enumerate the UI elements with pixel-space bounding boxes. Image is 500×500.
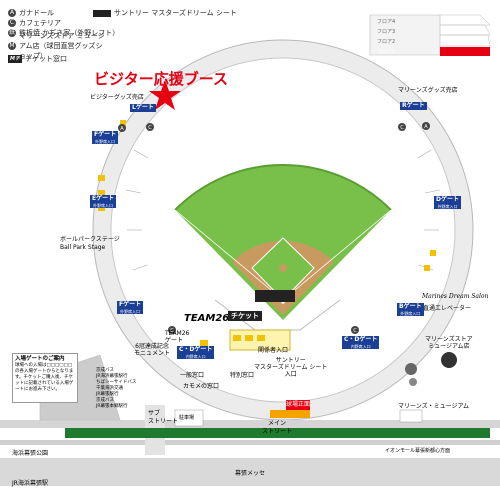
letter-c-icon: C — [8, 19, 16, 27]
pitchers-mound — [279, 264, 287, 272]
salon-label: Marines Dream Salon — [422, 293, 489, 300]
svg-text:C: C — [170, 328, 174, 334]
gate-b[interactable]: Bゲート外野席入口 — [397, 303, 424, 316]
gate-f-lower[interactable]: Fゲート外野席入口 — [117, 301, 144, 314]
kaihin-park-label: 海浜幕張公園 — [12, 450, 49, 457]
messe-label: 幕張メッセ — [235, 470, 266, 477]
monument-label: 6冠達成記念 モニュメント — [134, 343, 171, 357]
team26-gate-label: TEAM26 ゲート — [165, 330, 190, 344]
front-marker — [270, 410, 310, 418]
store-icon: M — [8, 42, 16, 50]
gate-r[interactable]: Rゲート — [400, 102, 427, 110]
visitor-goods-label: ビジターグッズ売店 — [90, 94, 144, 101]
tree-strip — [65, 428, 490, 438]
gate-cd-right[interactable]: C・Dゲート内野席入口 — [342, 336, 380, 349]
gate-d[interactable]: Dゲート外野席入口 — [434, 196, 461, 209]
visitor-booth-callout: ビジター応援ブース — [94, 70, 228, 88]
floor-diagram — [369, 14, 491, 56]
suntory-entrance-label: サントリー マスターズドリーム シート 入口 — [254, 357, 328, 378]
visitor-booth-star — [149, 80, 181, 110]
concourse-icons: C A C A C C — [118, 122, 430, 334]
letter-a-icon: A — [8, 9, 16, 17]
related-entrance-label: 関係者入口 — [258, 347, 289, 354]
museum-icon — [405, 363, 417, 375]
svg-text:C: C — [148, 125, 152, 131]
museum-label: マリーンズ・ミュージアム — [398, 403, 470, 410]
elevator-label: 直通エレベーター — [423, 305, 472, 312]
entrance-info-box: 入場ゲートのご案内 球場への入場は□□□□□□の各入場ゲートからとなります。チケ… — [12, 353, 78, 403]
gate-f-upper[interactable]: Fゲート外野席入口 — [92, 131, 119, 144]
aeon-direction-label: イオンモール幕張新都心方面 — [385, 448, 451, 454]
statue-icon — [409, 378, 417, 386]
seat-swatch — [93, 9, 111, 17]
legend-item: Mチケットチケット窓口 — [8, 55, 67, 78]
ticket-icon: Mチケット — [8, 55, 22, 78]
gate-l[interactable]: Lゲート — [130, 104, 156, 112]
sub-street-label: サブ ストリート — [148, 410, 179, 425]
svg-text:C: C — [353, 328, 357, 334]
building — [399, 409, 423, 423]
section-markers — [98, 120, 436, 346]
kamome-window-label: カモメの窓口 — [183, 383, 220, 390]
general-entrance-label: 一般窓口 — [180, 372, 205, 379]
museum-store-label: マリーンズストア ミュージアム店 — [425, 336, 473, 350]
team26-logo: TEAM26 — [184, 313, 230, 324]
building — [174, 409, 204, 427]
gate-cd-left[interactable]: C・Dゲート内野席入口 — [177, 346, 215, 359]
floor-labels: フロア4 フロア3 フロア2 フロア1 — [377, 19, 396, 55]
parking-label: 駐車場 — [179, 415, 195, 421]
legend-item: 鉄鉄板焼 かぢき家（外野レフト） — [8, 29, 120, 37]
roads — [0, 354, 500, 486]
svg-text:C: C — [400, 125, 404, 131]
museum-store-icon — [441, 352, 457, 368]
special-window-label: 特別窓口 — [230, 372, 255, 379]
main-street-label: メイン ストリート — [262, 420, 293, 435]
bus-stop-list: 京成バス JR海浜幕張駅行 ちばシーサイドバス 千葉海浜交通 JR幕張駅行 京成… — [96, 368, 137, 409]
svg-text:A: A — [120, 126, 124, 132]
svg-text:A: A — [424, 124, 428, 130]
jr-station-label: JR海浜幕張駅 — [12, 480, 48, 487]
marines-goods-label: マリーンズグッズ売店 — [398, 87, 458, 94]
front-entrance-label: 球場正面 — [286, 401, 311, 408]
front-entrance-badge — [286, 400, 310, 410]
ballpark-stage-label: ボールパークステージ Ball Park Stage — [60, 236, 120, 251]
backstop — [255, 290, 295, 302]
gate-e[interactable]: Eゲート外野席入口 — [90, 195, 117, 208]
ticket-window-logo: チケット — [228, 311, 262, 321]
teppan-icon: 鉄 — [8, 29, 16, 37]
